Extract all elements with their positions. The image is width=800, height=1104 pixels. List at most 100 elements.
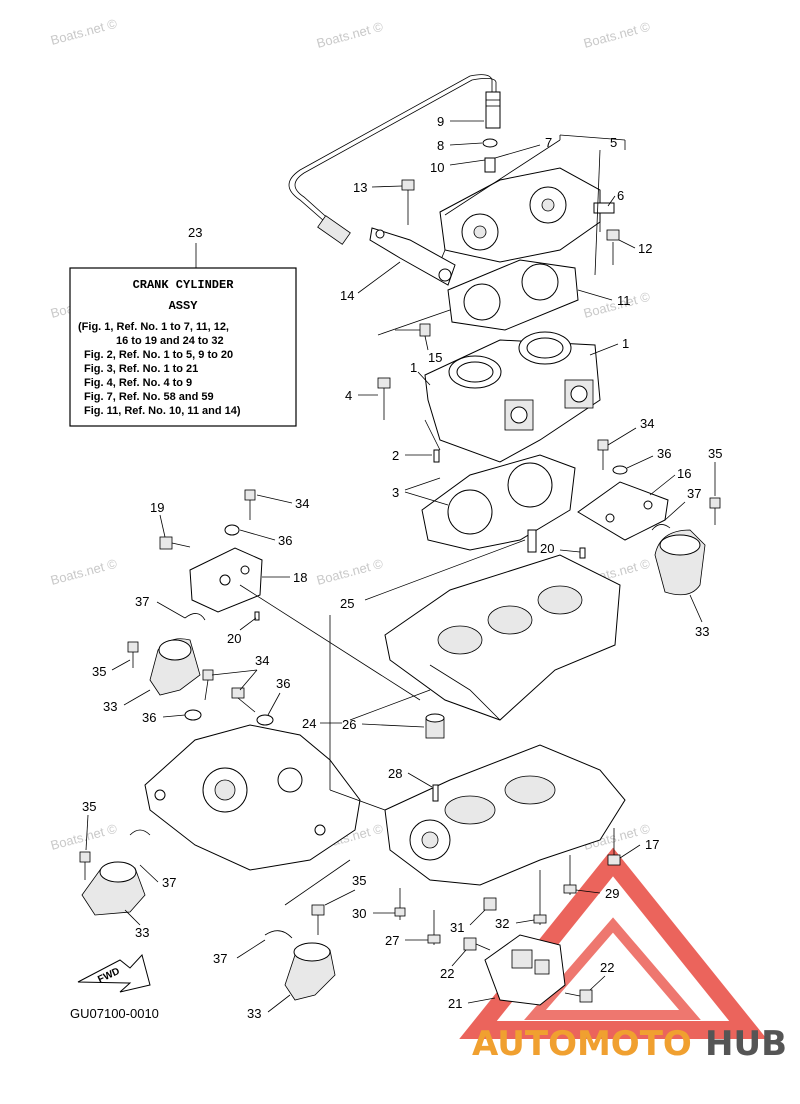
bolt-30 <box>394 907 406 917</box>
bolt-34-mid <box>202 669 214 681</box>
cylinder-head <box>369 138 620 286</box>
bushing-26 <box>425 713 445 739</box>
water-hose <box>288 74 501 245</box>
upper-crankcase <box>384 529 621 721</box>
crankcase-upper <box>384 554 621 721</box>
callout: 10 <box>430 160 444 175</box>
callout: 1 <box>622 336 629 351</box>
watermark: Boats.net © <box>315 19 385 51</box>
bolt-6 <box>593 202 615 214</box>
callout: 27 <box>385 933 399 948</box>
callout: 37 <box>687 486 701 501</box>
info-box-title: CRANK CYLINDER <box>133 278 235 292</box>
bolt-22-right <box>579 989 593 1003</box>
reference-lines <box>239 134 626 906</box>
hose-end <box>485 91 501 129</box>
bolt-13 <box>401 179 415 191</box>
info-box-line: 16 to 19 and 24 to 32 <box>116 335 224 347</box>
logo-triangle-inner <box>524 917 701 1020</box>
watermark: Boats.net © <box>582 19 652 51</box>
callout: 33 <box>135 925 149 940</box>
callout: 34 <box>295 496 309 511</box>
engine-mount-left-lower <box>79 829 151 916</box>
cylinder-block <box>424 331 601 463</box>
callout: 36 <box>276 676 290 691</box>
bracket <box>369 227 456 286</box>
callout: 22 <box>440 966 454 981</box>
washer-36-left <box>224 524 240 536</box>
plug <box>484 157 496 173</box>
fwd-arrow: FWD <box>77 953 151 993</box>
info-box-frame <box>69 267 297 427</box>
info-box-line: Fig. 3, Ref. No. 1 to 21 <box>84 363 198 375</box>
washer-36 <box>612 465 628 475</box>
part-code: GU07100-0010 <box>70 1006 159 1021</box>
bolt-15 <box>395 323 431 337</box>
logo-text-hub: HUB <box>705 1024 787 1064</box>
callout: 33 <box>247 1006 261 1021</box>
bolt-32 <box>533 914 547 924</box>
callout: 20 <box>540 541 554 556</box>
callout: 34 <box>255 653 269 668</box>
info-box-line: (Fig. 1, Ref. No. 1 to 7, 11, 12, <box>78 321 229 333</box>
watermark: Boats.net © <box>49 821 119 853</box>
callout: 16 <box>677 466 691 481</box>
bracket-21-body <box>484 934 566 1006</box>
callout: 20 <box>227 631 241 646</box>
callout: 36 <box>657 446 671 461</box>
mount-bracket-18 <box>159 489 263 621</box>
dowel-pin <box>433 449 440 463</box>
crankcase-cover-left <box>144 724 361 871</box>
info-box-line: Fig. 7, Ref. No. 58 and 59 <box>84 391 214 403</box>
dowel-28 <box>432 784 439 802</box>
bolt-34 <box>597 439 609 451</box>
callout: 35 <box>92 664 106 679</box>
washer-36-mid <box>184 709 202 721</box>
callout: 26 <box>342 717 356 732</box>
bolt-27 <box>427 934 441 944</box>
callout: 36 <box>278 533 292 548</box>
callout: 36 <box>142 710 156 725</box>
callout: 8 <box>437 138 444 153</box>
mount-bracket-16 <box>577 439 669 541</box>
callout: 29 <box>605 886 619 901</box>
watermark: Boats.net © <box>315 556 385 588</box>
callout: 1 <box>410 360 417 375</box>
bolt-17 <box>607 854 621 866</box>
callout: 31 <box>450 920 464 935</box>
bolt-34-left <box>244 489 256 501</box>
callout: 13 <box>353 180 367 195</box>
engine-mount-right <box>651 497 721 596</box>
callout: 37 <box>213 951 227 966</box>
info-box-subtitle: ASSY <box>169 299 199 313</box>
bracket-16 <box>577 481 669 541</box>
callout: 2 <box>392 448 399 463</box>
callout: 5 <box>610 135 617 150</box>
lower-bolts <box>394 828 621 945</box>
lower-crankcase <box>384 744 626 886</box>
callout: 15 <box>428 350 442 365</box>
bolt-19 <box>159 536 173 550</box>
callout: 21 <box>448 996 462 1011</box>
callouts: 9 8 10 7 5 6 13 12 14 11 15 1 1 4 2 3 34… <box>82 114 722 1021</box>
callout: 35 <box>352 873 366 888</box>
watermark: Boats.net © <box>49 16 119 48</box>
callout: 9 <box>437 114 444 129</box>
callout: 14 <box>340 288 354 303</box>
hose-fitting <box>317 215 351 245</box>
callout: 35 <box>82 799 96 814</box>
callout-23: 23 <box>188 225 202 240</box>
callout: 18 <box>293 570 307 585</box>
base-gasket <box>421 454 576 551</box>
callout: 11 <box>617 293 631 308</box>
callout: 24 <box>302 716 316 731</box>
callout: 22 <box>600 960 614 975</box>
bolt-35 <box>709 497 721 509</box>
cylinder-head-body <box>439 167 601 263</box>
callout: 12 <box>638 241 652 256</box>
engine-mount-left-upper <box>127 613 214 721</box>
washer <box>482 138 498 148</box>
callout: 35 <box>708 446 722 461</box>
callout: 4 <box>345 388 352 403</box>
fwd-arrow-shape <box>77 953 151 993</box>
